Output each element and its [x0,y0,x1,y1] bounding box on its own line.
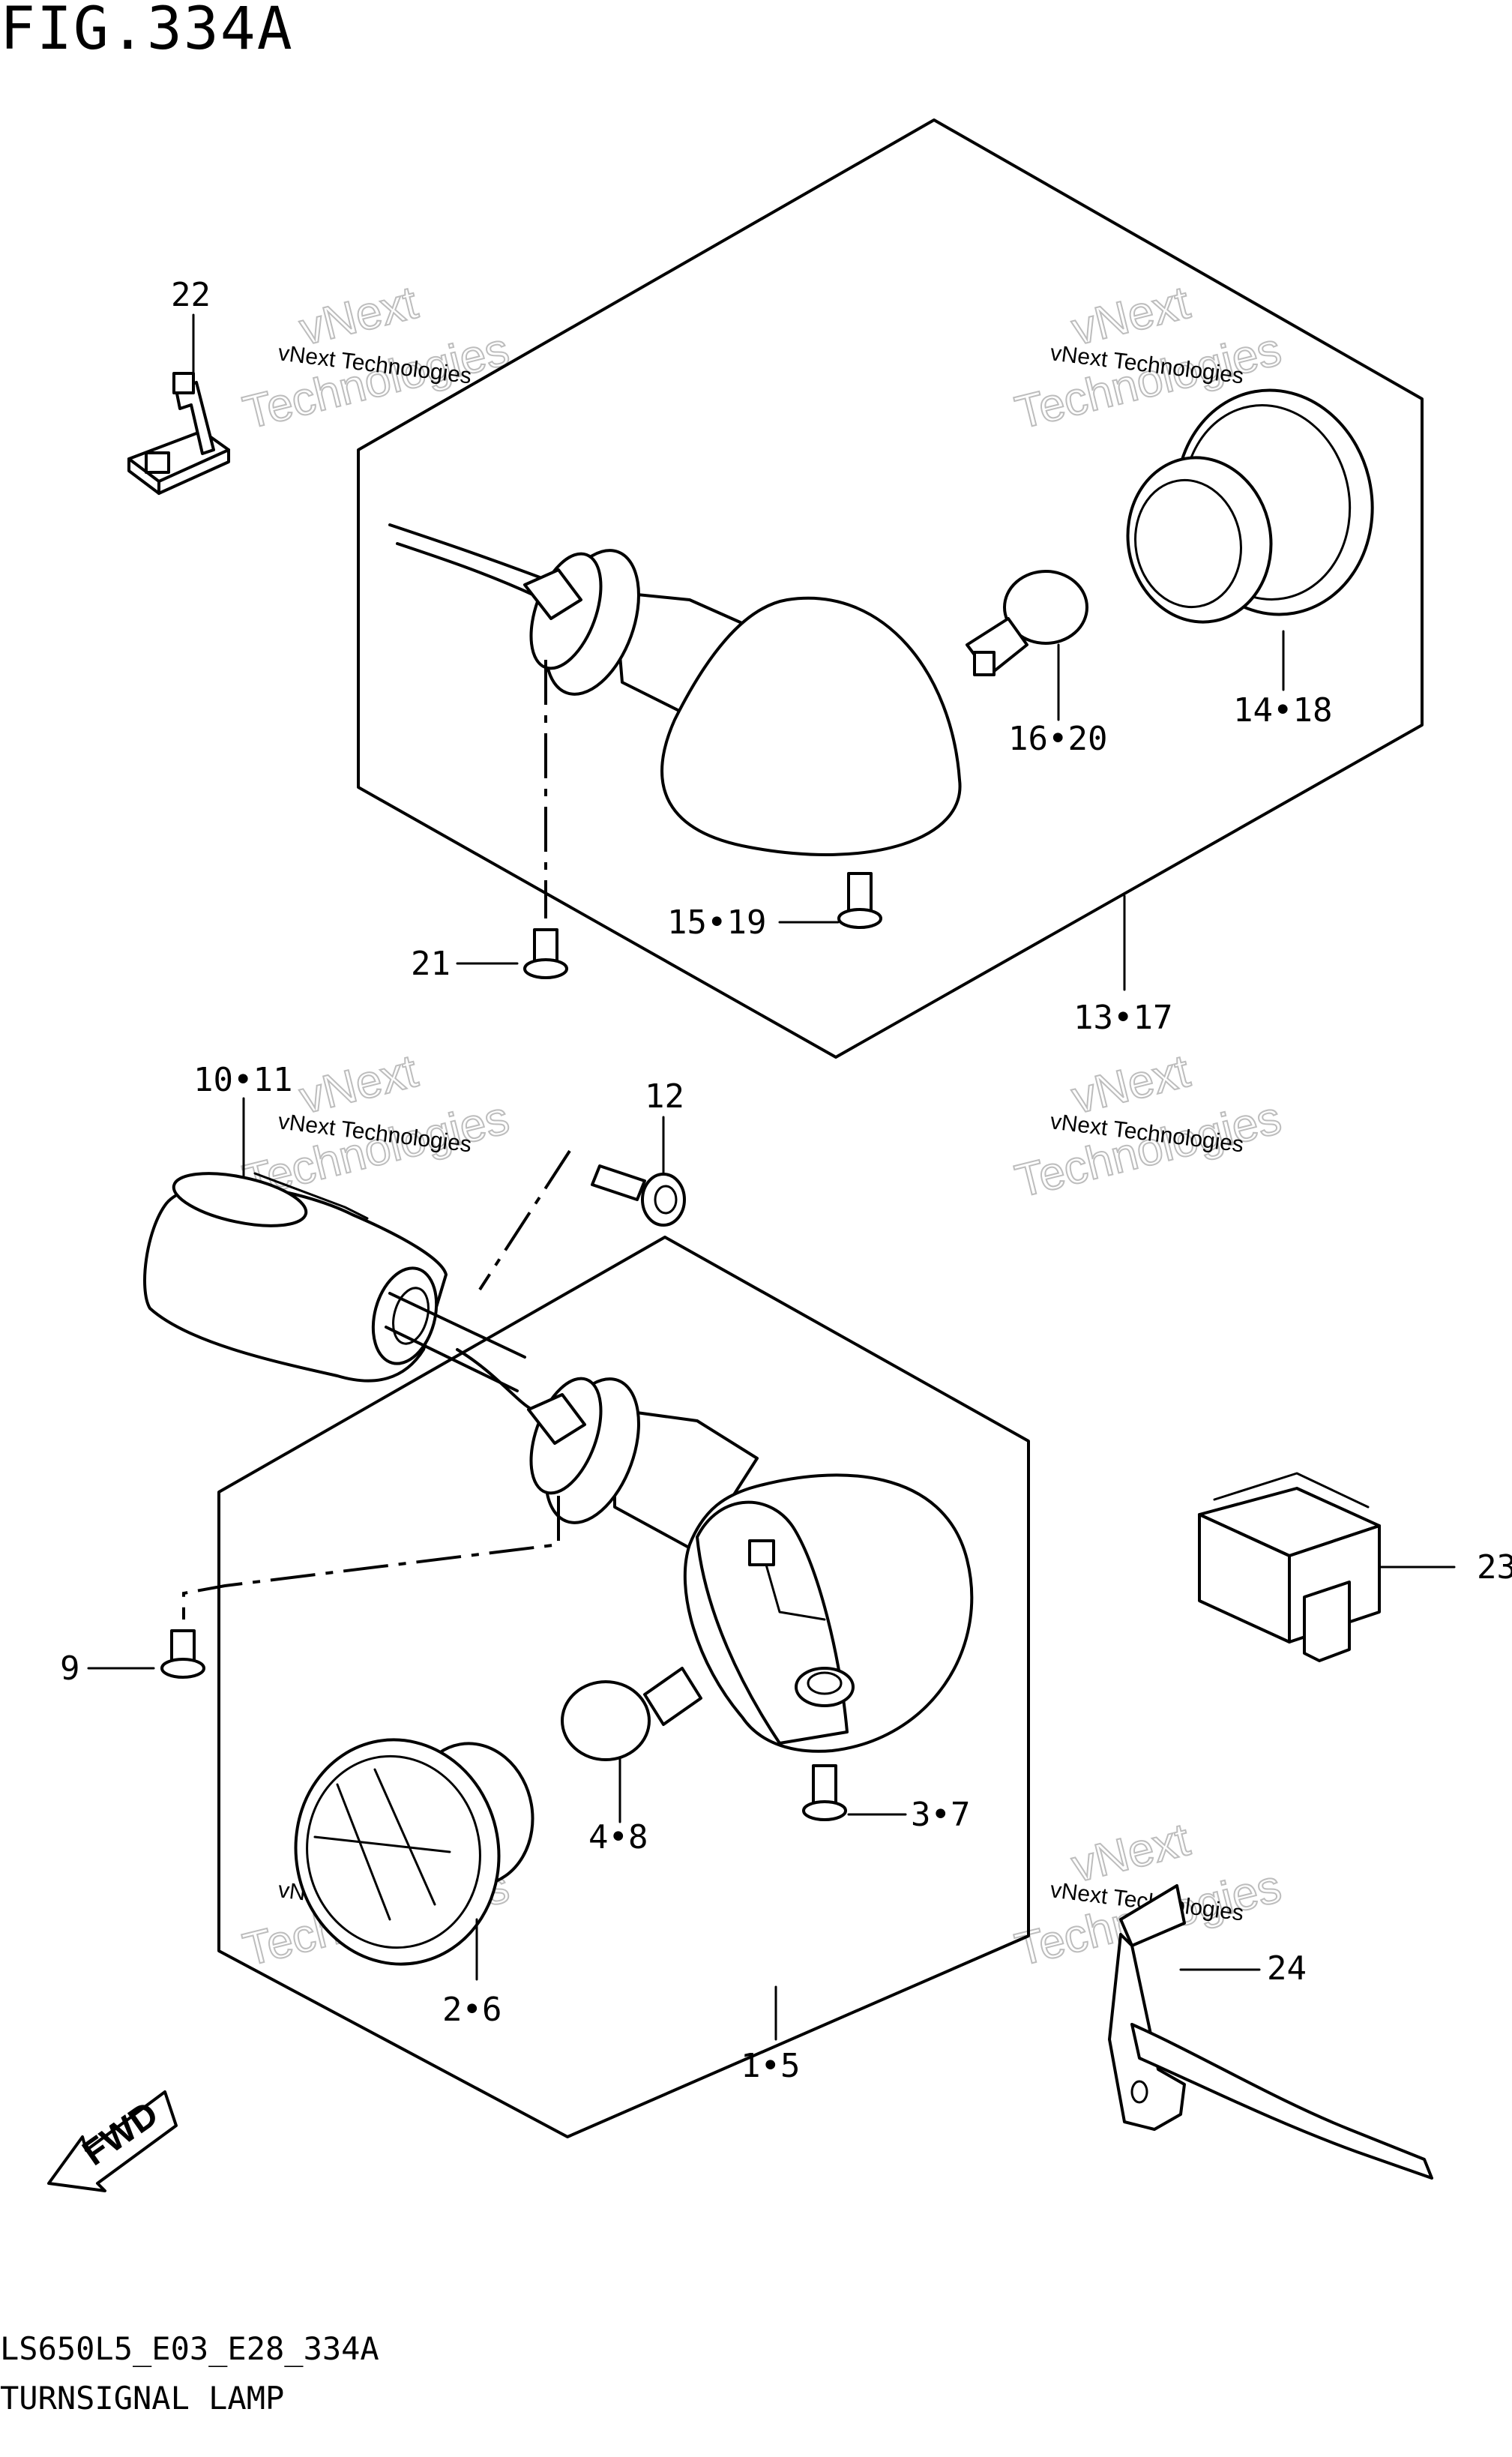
part-24-bracket [1108,1884,1433,2180]
callout-14-18: 14•18 [1233,691,1332,730]
callout-9: 9 [60,1649,80,1688]
figure-title: FIG.334A [0,0,294,63]
lower-lamp-body [527,1377,974,1753]
callout-24: 24 [1267,1949,1307,1988]
part-14-18-lens [1126,388,1374,624]
fwd-arrow: FWD [47,2090,178,2192]
callout-23: 23 [1477,1548,1512,1587]
figure-code: LS650L5_E03_E28_334A [0,2330,379,2367]
callout-2-6: 2•6 [442,1991,502,2029]
callout-1-5: 1•5 [741,2047,800,2085]
callout-10-11: 10•11 [193,1061,292,1099]
callout-22: 22 [171,276,211,314]
part-21-screw [523,928,568,979]
callout-15-19: 15•19 [667,903,766,942]
part-10-11-bracket [143,1172,448,1383]
callout-12: 12 [645,1077,684,1116]
part-9-screw [160,1629,205,1679]
watermark: vNext Technologies vNext Technologies [1010,1044,1287,1209]
upper-assembly-outline [357,118,1424,1059]
lower-cable [456,1348,534,1411]
upper-cable [388,523,541,579]
svg-text:vNext: vNext [295,1045,422,1124]
part-12-bolt [591,1164,686,1227]
watermark: vNext Technologies vNext Technologies [1010,1813,1287,1977]
svg-text:vNext: vNext [1067,1814,1194,1892]
callout-21: 21 [411,945,451,983]
callout-3-7: 3•7 [911,1796,970,1834]
part-23-relay [1198,1472,1381,1662]
svg-text:vNext: vNext [295,277,422,355]
callout-4-8: 4•8 [588,1818,648,1856]
dash-line-9 [182,1496,560,1620]
part-3-7-screw [802,1764,847,1821]
watermark: vNext Technologies vNext Technologies [238,276,515,440]
part-22-connector [127,372,230,495]
svg-text:vNext: vNext [1067,277,1194,355]
callout-16-20: 16•20 [1008,720,1107,758]
figure-name: TURNSIGNAL LAMP [0,2380,285,2417]
svg-text:vNext: vNext [1067,1045,1194,1124]
upper-lamp-body [523,549,962,856]
part-16-20-bulb [966,570,1088,676]
callout-13-17: 13•17 [1073,999,1172,1037]
dash-line-12 [478,1149,571,1291]
part-2-6-lens [294,1738,534,1966]
part-15-19-screw [837,872,882,929]
lower-assembly-outline [217,1236,1030,2138]
part-4-8-bulb [561,1667,702,1761]
